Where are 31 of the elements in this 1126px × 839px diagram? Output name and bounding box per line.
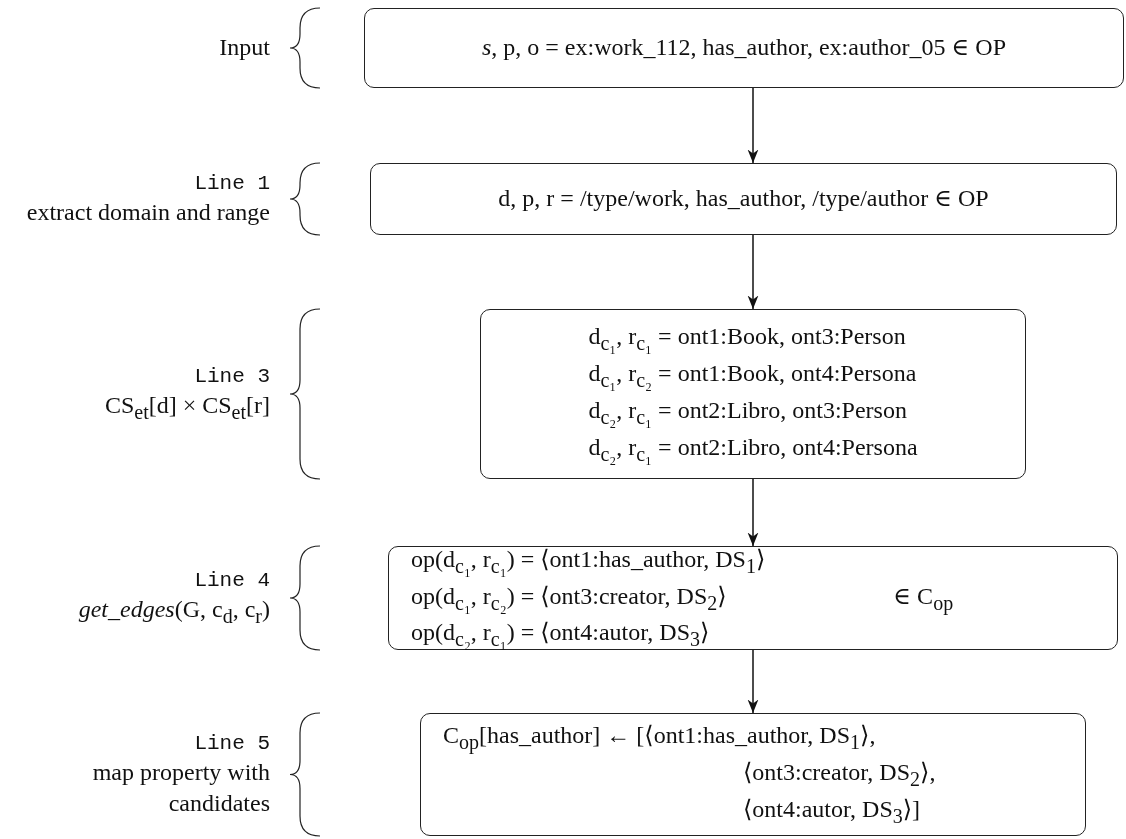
- arrow: [747, 649, 759, 714]
- formula-text: s, p, o = ex:work_112, has_author, ex:author_05 ∈ OP: [481, 33, 1007, 63]
- step-label: Input: [219, 33, 270, 63]
- formula-text: d, p, r = /type/work, has_author, /type/author ∈ OP: [498, 184, 989, 214]
- step-label: Line 1: [194, 170, 270, 197]
- formula-text: d$_{c₁}$, r$_{c₁}$ = ont1:Book, ont3:Person: [588, 322, 907, 357]
- process-box: [388, 546, 1118, 650]
- formula-text: op(d$_{c₁}$, r$_{c₂}$) = ⟨ont3:creator, DS$_{2}$⟩: [411, 581, 728, 616]
- step-label: map property with candidates: [91, 757, 270, 819]
- step-label: get_edges(G, c$_{d}$, c$_{r}$): [78, 595, 270, 630]
- formula-text: ⟨ont3:creator, DS$_{2}$⟩,: [742, 758, 936, 792]
- formula-text: ⟨ont4:autor, DS$_{3}$⟩]: [742, 794, 922, 829]
- formula-text: op(d$_{c₂}$, r$_{c₁}$) = ⟨ont4:autor, DS$_{3}$⟩: [411, 618, 711, 653]
- step-label: CS$_{et}$[d] × CS$_{et}$[r]: [104, 391, 270, 426]
- formula-text: d$_{c₂}$, r$_{c₁}$ = ont2:Libro, ont4:Persona: [588, 432, 918, 467]
- step-label: Line 3: [194, 363, 270, 390]
- formula-text: d$_{c₂}$, r$_{c₁}$ = ont2:Libro, ont3:Person: [588, 396, 908, 430]
- formula-text: C$_{op}$[has_author] ← [⟨ont1:has_author, DS$_{1}$⟩,: [443, 721, 877, 756]
- process-box: [480, 309, 1026, 479]
- process-box: [370, 163, 1117, 235]
- arrow: [747, 234, 759, 310]
- process-box: [364, 8, 1124, 88]
- formula-text: ∈ C$_{op}$: [893, 581, 954, 616]
- arrow: [747, 478, 759, 547]
- arrow: [747, 87, 759, 164]
- formula-text: op(d$_{c₁}$, r$_{c₁}$) = ⟨ont1:has_author, DS$_{1}$⟩: [411, 544, 766, 579]
- formula-text: d$_{c₁}$, r$_{c₂}$ = ont1:Book, ont4:Persona: [588, 359, 918, 393]
- step-label: Line 4: [194, 567, 270, 594]
- step-label: extract domain and range: [26, 198, 270, 228]
- step-label: Line 5: [194, 730, 270, 757]
- process-box: [420, 713, 1086, 836]
